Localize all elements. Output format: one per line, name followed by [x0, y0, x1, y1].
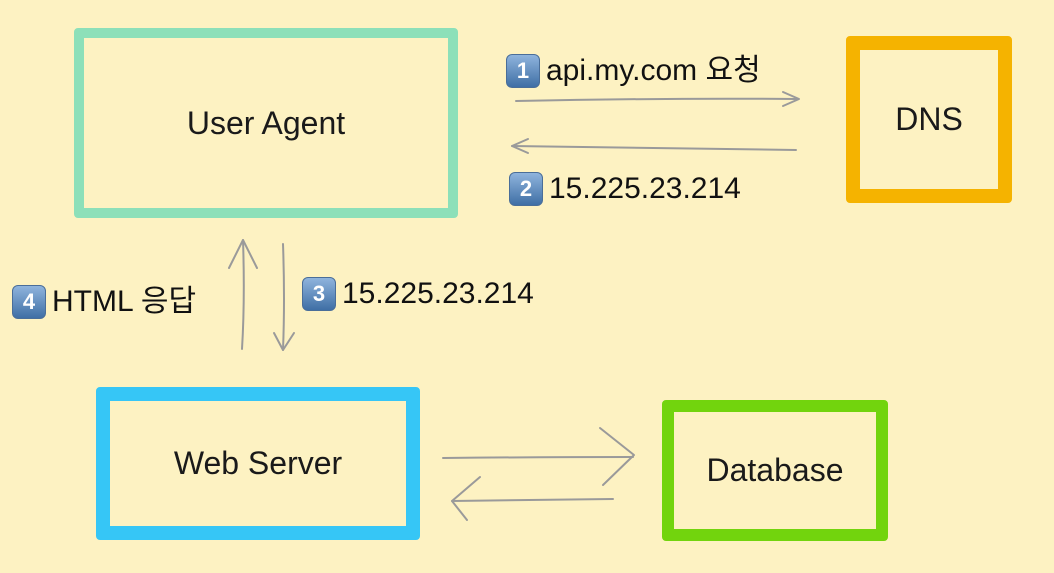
dns-node: DNS — [846, 36, 1012, 203]
edge-label-step-2: 2 15.225.23.214 — [509, 172, 741, 206]
database-node: Database — [662, 400, 888, 541]
web-server-label: Web Server — [173, 445, 343, 481]
arrow-web-server-to-user-agent — [228, 239, 258, 350]
edge-label-step-4: 4 HTML 응답 — [12, 285, 196, 319]
arrow-user-agent-to-dns — [515, 91, 800, 107]
step-2-badge-icon: 2 — [509, 172, 543, 206]
step-1-badge-icon: 1 — [506, 54, 540, 88]
edge-label-text: 15.225.23.214 — [342, 277, 534, 310]
database-label: Database — [706, 452, 844, 488]
web-server-node: Web Server — [96, 387, 420, 540]
user-agent-label: User Agent — [186, 104, 346, 141]
arrow-database-to-web-server — [451, 476, 614, 521]
arrow-web-server-to-database — [442, 427, 635, 486]
step-3-badge-icon: 3 — [302, 277, 336, 311]
edge-label-step-3: 3 15.225.23.214 — [302, 277, 534, 311]
edge-label-text: 15.225.23.214 — [549, 172, 741, 205]
arrow-dns-to-user-agent — [511, 138, 797, 154]
edge-label-text: HTML 응답 — [52, 285, 197, 318]
step-4-badge-icon: 4 — [12, 285, 46, 319]
edge-label-step-1: 1 api.my.com 요청 — [506, 54, 761, 88]
edge-label-text: api.my.com 요청 — [546, 54, 761, 87]
arrow-user-agent-to-web-server — [273, 243, 295, 351]
dns-label: DNS — [895, 101, 963, 137]
user-agent-node: User Agent — [74, 28, 458, 218]
